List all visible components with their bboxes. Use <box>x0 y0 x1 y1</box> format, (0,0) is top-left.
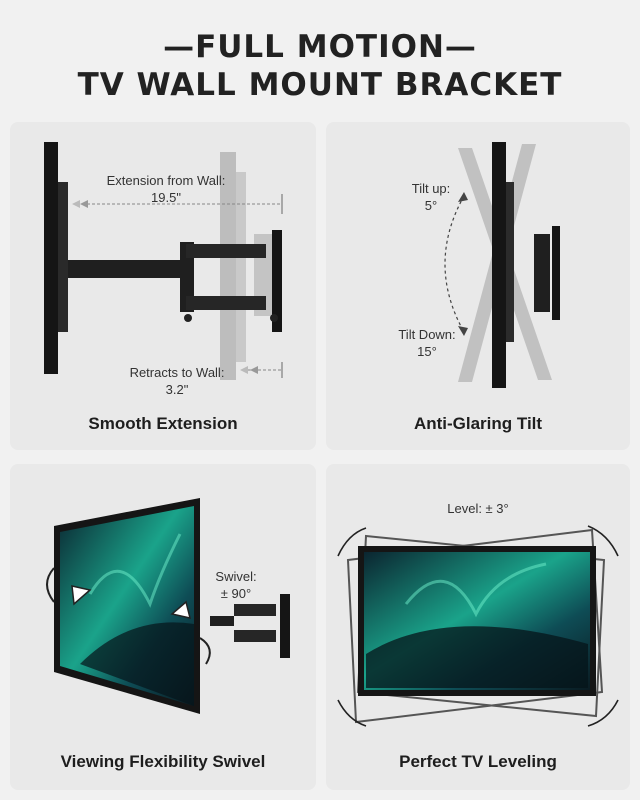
tv-side-profile <box>492 142 506 388</box>
mount-arm <box>68 260 188 278</box>
mount-arm <box>210 616 234 626</box>
panel-leveling: Level: ± 3° Perfect TV Leveling <box>326 464 630 790</box>
tilt-illustration <box>444 142 560 388</box>
title-line-1: —FULL MOTION— <box>163 29 477 65</box>
retract-title: Retracts to Wall: <box>129 365 225 380</box>
swivel-label: Swivel: ± 90° <box>204 568 268 602</box>
tilt-bracket <box>534 234 550 312</box>
tilt-down-title: Tilt Down: <box>398 327 456 342</box>
leveling-illustration <box>337 525 619 727</box>
extension-label: Extension from Wall: 19.5" <box>76 172 256 206</box>
panel-caption: Smooth Extension <box>88 414 238 433</box>
swivel-value: ± 90° <box>220 586 252 601</box>
tv-side-profile <box>44 142 58 374</box>
tilt-up-title: Tilt up: <box>411 181 451 196</box>
panel-caption: Viewing Flexibility Swivel <box>60 752 266 771</box>
panel-swivel: Swivel: ± 90° Viewing Flexibility Swivel <box>10 464 316 790</box>
panel-extension: Extension from Wall: 19.5" Retracts to W… <box>10 122 316 450</box>
panel-caption: Anti-Glaring Tilt <box>413 414 543 433</box>
swivel-illustration <box>46 498 290 714</box>
extension-value: 19.5" <box>151 190 181 205</box>
tilt-up-value: 5° <box>424 198 438 213</box>
retract-label: Retracts to Wall: 3.2" <box>102 364 252 398</box>
wall-plate <box>272 230 282 332</box>
panel-tilt: Tilt up: 5° Tilt Down: 15° Anti-Glaring … <box>326 122 630 450</box>
extension-title: Extension from Wall: <box>106 173 226 188</box>
tilt-down-value: 15° <box>417 344 437 359</box>
panel-caption: Perfect TV Leveling <box>399 752 557 771</box>
tilt-down-label: Tilt Down: 15° <box>382 326 472 360</box>
extension-illustration <box>44 142 283 380</box>
wall-plate <box>552 226 560 320</box>
level-label: Level: ± 3° <box>447 501 509 516</box>
wall-plate <box>280 594 290 658</box>
page-title: —FULL MOTION— TV WALL MOUNT BRACKET <box>0 28 640 104</box>
retract-value: 3.2" <box>165 382 189 397</box>
title-line-2: TV WALL MOUNT BRACKET <box>77 67 563 103</box>
swivel-title: Swivel: <box>215 569 257 584</box>
tilt-up-label: Tilt up: 5° <box>396 180 466 214</box>
